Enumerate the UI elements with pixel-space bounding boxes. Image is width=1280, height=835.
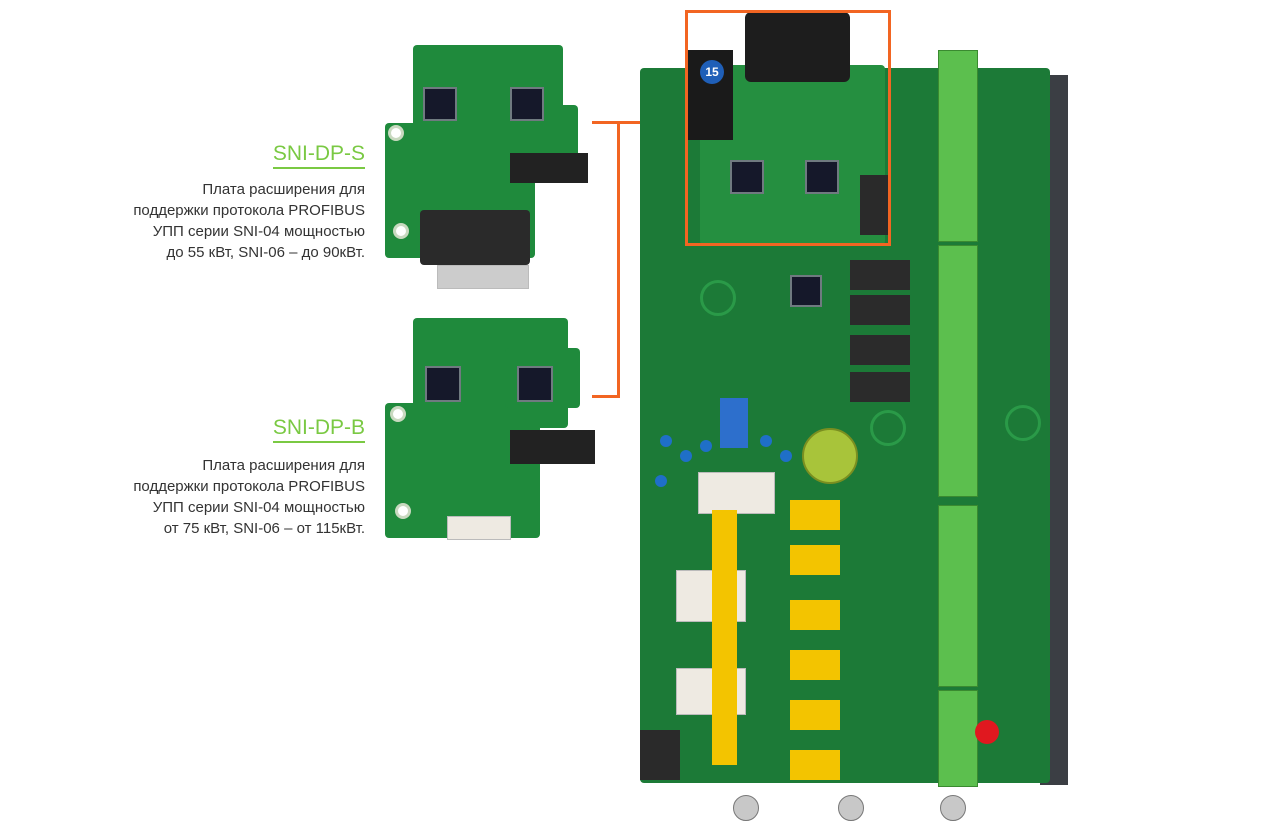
board-image-sni-dp-b (385, 318, 600, 543)
expansion-slot-highlight (685, 10, 891, 246)
module-title-sni-dp-b: SNI-DP-B (272, 416, 365, 443)
desc-line: от 75 кВт, SNI-06 – от 115кВт. (163, 520, 365, 537)
desc-line: Плата расширения для (202, 457, 365, 474)
desc-line: поддержки протокола PROFIBUS (133, 478, 365, 495)
connector-line (592, 395, 620, 398)
desc-line: Плата расширения для (202, 181, 365, 198)
board-number-badge: 15 (700, 60, 724, 84)
connector-line (592, 121, 686, 124)
main-controller-board-image: 15 (640, 10, 1070, 830)
board-image-sni-dp-s (385, 45, 595, 295)
module-description-sni-dp-s: Плата расширения для поддержки протокола… (105, 179, 365, 263)
module-title-sni-dp-s: SNI-DP-S (272, 142, 365, 169)
desc-line: УПП серии SNI-04 мощностью (152, 499, 365, 516)
module-description-sni-dp-b: Плата расширения для поддержки протокола… (105, 455, 365, 539)
desc-line: УПП серии SNI-04 мощностью (152, 223, 365, 240)
desc-line: до 55 кВт, SNI-06 – до 90кВт. (166, 244, 365, 261)
desc-line: поддержки протокола PROFIBUS (133, 202, 365, 219)
connector-line (617, 121, 620, 398)
